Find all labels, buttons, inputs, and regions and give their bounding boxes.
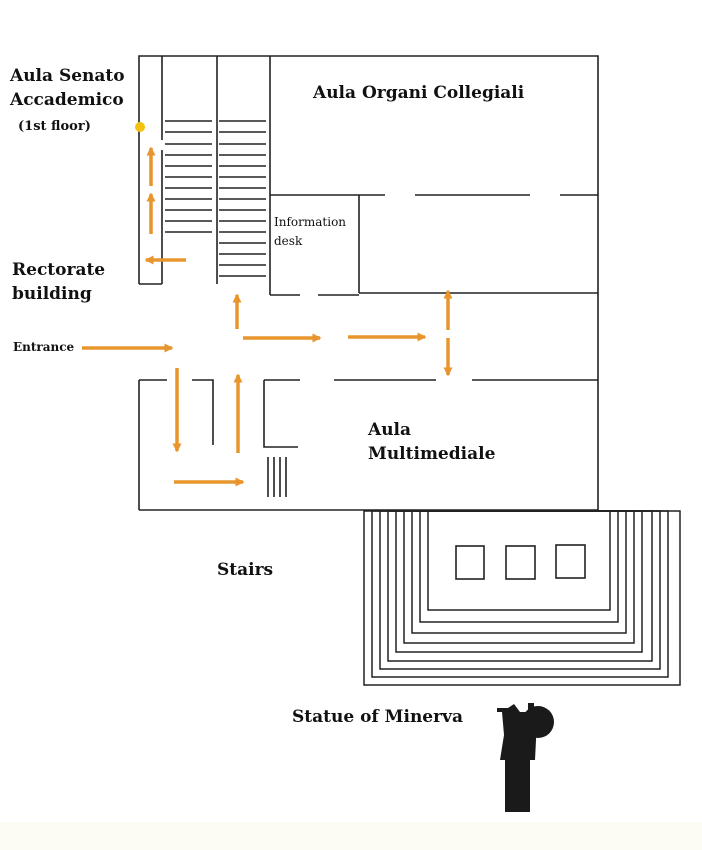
label-aula-multimediale-line1: Aula <box>368 420 412 440</box>
label-information-desk-line2: desk <box>274 234 303 248</box>
label-rectorate-line1: Rectorate <box>12 260 106 280</box>
label-first-floor: (1st floor) <box>18 119 91 134</box>
label-aula-senato: Aula Senato Accademico <box>10 64 125 112</box>
label-aula-senato-line1: Aula Senato <box>10 66 125 86</box>
label-rectorate-line2: building <box>12 284 92 304</box>
label-entrance: Entrance <box>13 340 75 354</box>
label-aula-organi-collegiali: Aula Organi Collegiali <box>313 83 525 103</box>
stair-treads-lower <box>267 457 287 497</box>
label-statue-of-minerva: Statue of Minerva <box>292 707 463 727</box>
building-walls <box>138 55 599 511</box>
stair-treads-upper <box>165 120 266 277</box>
label-stairs: Stairs <box>217 560 274 580</box>
label-aula-multimediale: Aula Multimediale <box>368 418 495 466</box>
location-dot <box>135 122 145 132</box>
label-aula-senato-line2: Accademico <box>10 90 124 110</box>
label-information-desk: Information desk <box>274 213 346 251</box>
stairs-windows <box>455 544 586 580</box>
route-arrows <box>82 146 453 487</box>
label-aula-multimediale-line2: Multimediale <box>368 444 496 464</box>
label-information-desk-line1: Information <box>274 215 347 229</box>
footer-band <box>0 822 702 850</box>
outdoor-stairs <box>363 510 681 686</box>
statue-of-minerva <box>497 703 554 812</box>
label-rectorate-building: Rectorate building <box>12 258 105 306</box>
